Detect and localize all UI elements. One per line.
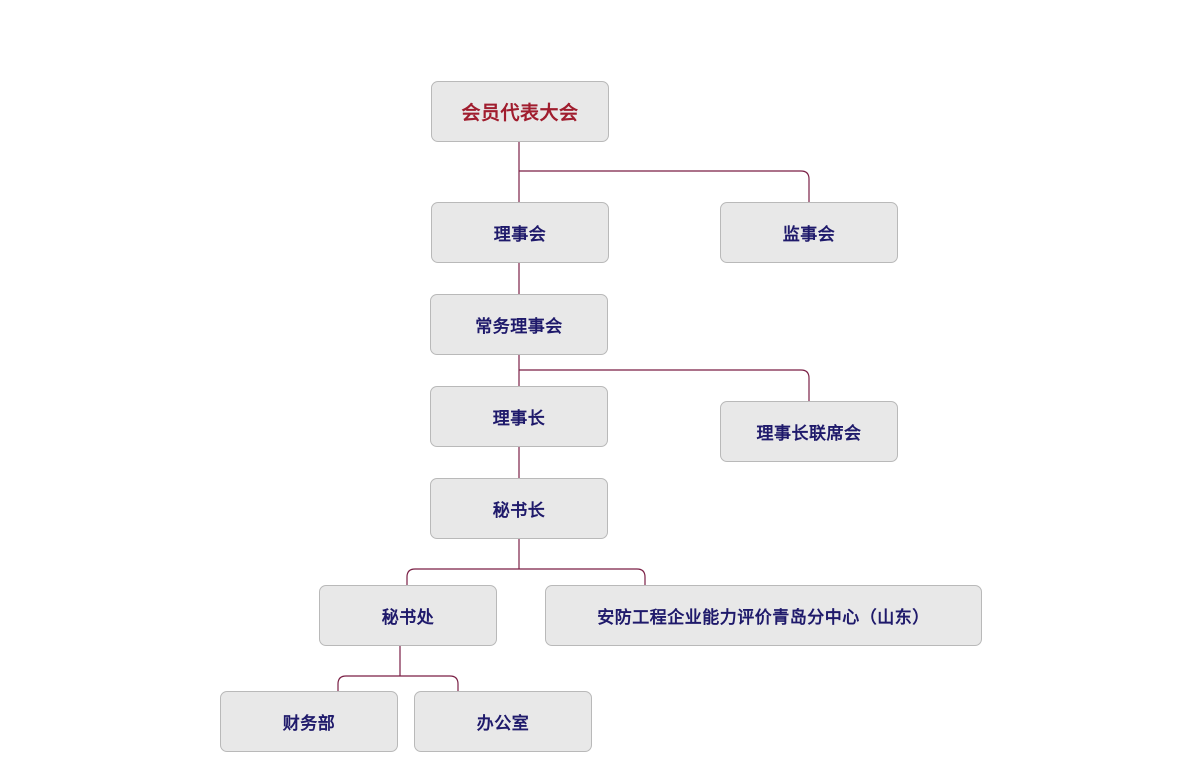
connector-secretary-general-branches [406,568,646,585]
node-council: 理事会 [431,202,609,263]
node-finance: 财务部 [220,691,398,752]
node-office: 办公室 [414,691,592,752]
node-standing-council: 常务理事会 [430,294,608,355]
connector-secretariat-branches [337,675,459,691]
node-chairmen-joint-meeting: 理事长联席会 [720,401,898,462]
connector-assembly-supervisors [519,170,810,202]
node-secretariat: 秘书处 [319,585,497,646]
node-chairman: 理事长 [430,386,608,447]
node-member-assembly: 会员代表大会 [431,81,609,142]
node-qingdao-center: 安防工程企业能力评价青岛分中心（山东） [545,585,982,646]
node-supervisors: 监事会 [720,202,898,263]
node-secretary-general: 秘书长 [430,478,608,539]
